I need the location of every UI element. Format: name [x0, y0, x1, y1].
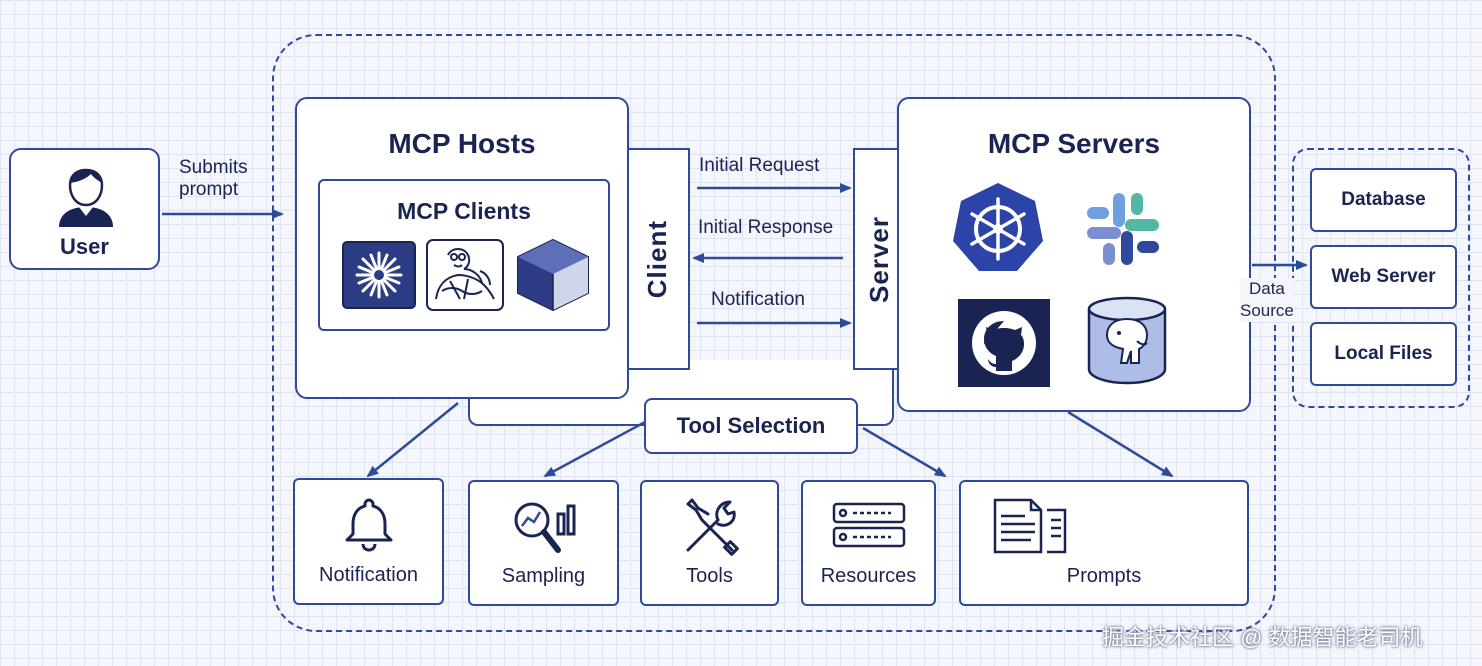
- server-label-wrap: Server: [855, 150, 903, 368]
- submits-prompt-label: Submits prompt: [179, 157, 248, 201]
- prompts-card[interactable]: Prompts: [959, 480, 1249, 606]
- client-label-wrap: Client: [626, 150, 688, 368]
- document-icon: [991, 496, 1071, 561]
- mcp-hosts-box[interactable]: MCP Hosts MCP Clients: [295, 97, 629, 399]
- github-icon[interactable]: [958, 299, 1050, 387]
- tool-selection-box[interactable]: Tool Selection: [644, 398, 858, 454]
- submits-line2: prompt: [179, 179, 239, 200]
- notification-card[interactable]: Notification: [293, 478, 444, 605]
- user-label: User: [60, 234, 109, 259]
- server-transport: [853, 148, 905, 370]
- user-avatar-icon: [57, 166, 115, 228]
- sampling-card-label: Sampling: [501, 565, 586, 587]
- notification-message-label: Notification: [711, 289, 805, 310]
- initial-response-label: Initial Response: [698, 217, 834, 238]
- submits-line1: Submits: [179, 157, 248, 178]
- notification-card-label: Notification: [319, 564, 418, 586]
- mcp-servers-box[interactable]: MCP Servers: [897, 97, 1251, 412]
- tools-card-label: Tools: [686, 565, 733, 587]
- web-server-source[interactable]: Web Server: [1310, 245, 1457, 309]
- initial-request-label: Initial Request: [699, 155, 820, 176]
- sketch-app-icon[interactable]: [426, 239, 504, 311]
- client-label: Client: [641, 219, 672, 299]
- data-source-line1: Data: [1248, 279, 1285, 298]
- claude-starburst-icon[interactable]: [342, 241, 416, 309]
- user-box[interactable]: User: [9, 148, 160, 270]
- mcp-clients-title: MCP Clients: [397, 198, 531, 224]
- resources-card-label: Resources: [820, 565, 917, 587]
- postgresql-icon[interactable]: [1085, 295, 1169, 385]
- server-rack-icon: [803, 496, 934, 556]
- magnifier-chart-icon: [470, 496, 617, 556]
- watermark: 掘金技术社区 @ 数据智能老司机: [1102, 625, 1423, 650]
- sampling-card[interactable]: Sampling: [468, 480, 619, 606]
- bell-icon: [295, 494, 442, 554]
- cube-app-icon[interactable]: [514, 237, 592, 313]
- client-transport: [624, 148, 690, 370]
- mcp-hosts-title: MCP Hosts: [388, 128, 536, 159]
- mcp-clients-box[interactable]: MCP Clients: [318, 179, 610, 331]
- prompts-card-label: Prompts: [1066, 565, 1142, 587]
- system-boundary: [272, 34, 1276, 632]
- slack-icon[interactable]: [1083, 189, 1163, 269]
- kubernetes-icon[interactable]: [951, 179, 1045, 275]
- data-source-line2: Source: [1240, 301, 1294, 320]
- tools-card[interactable]: Tools: [640, 480, 779, 606]
- resources-card[interactable]: Resources: [801, 480, 936, 606]
- mcp-servers-title: MCP Servers: [987, 128, 1161, 159]
- wrench-screwdriver-icon: [642, 496, 777, 556]
- local-files-source[interactable]: Local Files: [1310, 322, 1457, 386]
- server-label: Server: [863, 215, 894, 303]
- data-source-label: Data Source: [1240, 278, 1294, 322]
- database-source[interactable]: Database: [1310, 168, 1457, 232]
